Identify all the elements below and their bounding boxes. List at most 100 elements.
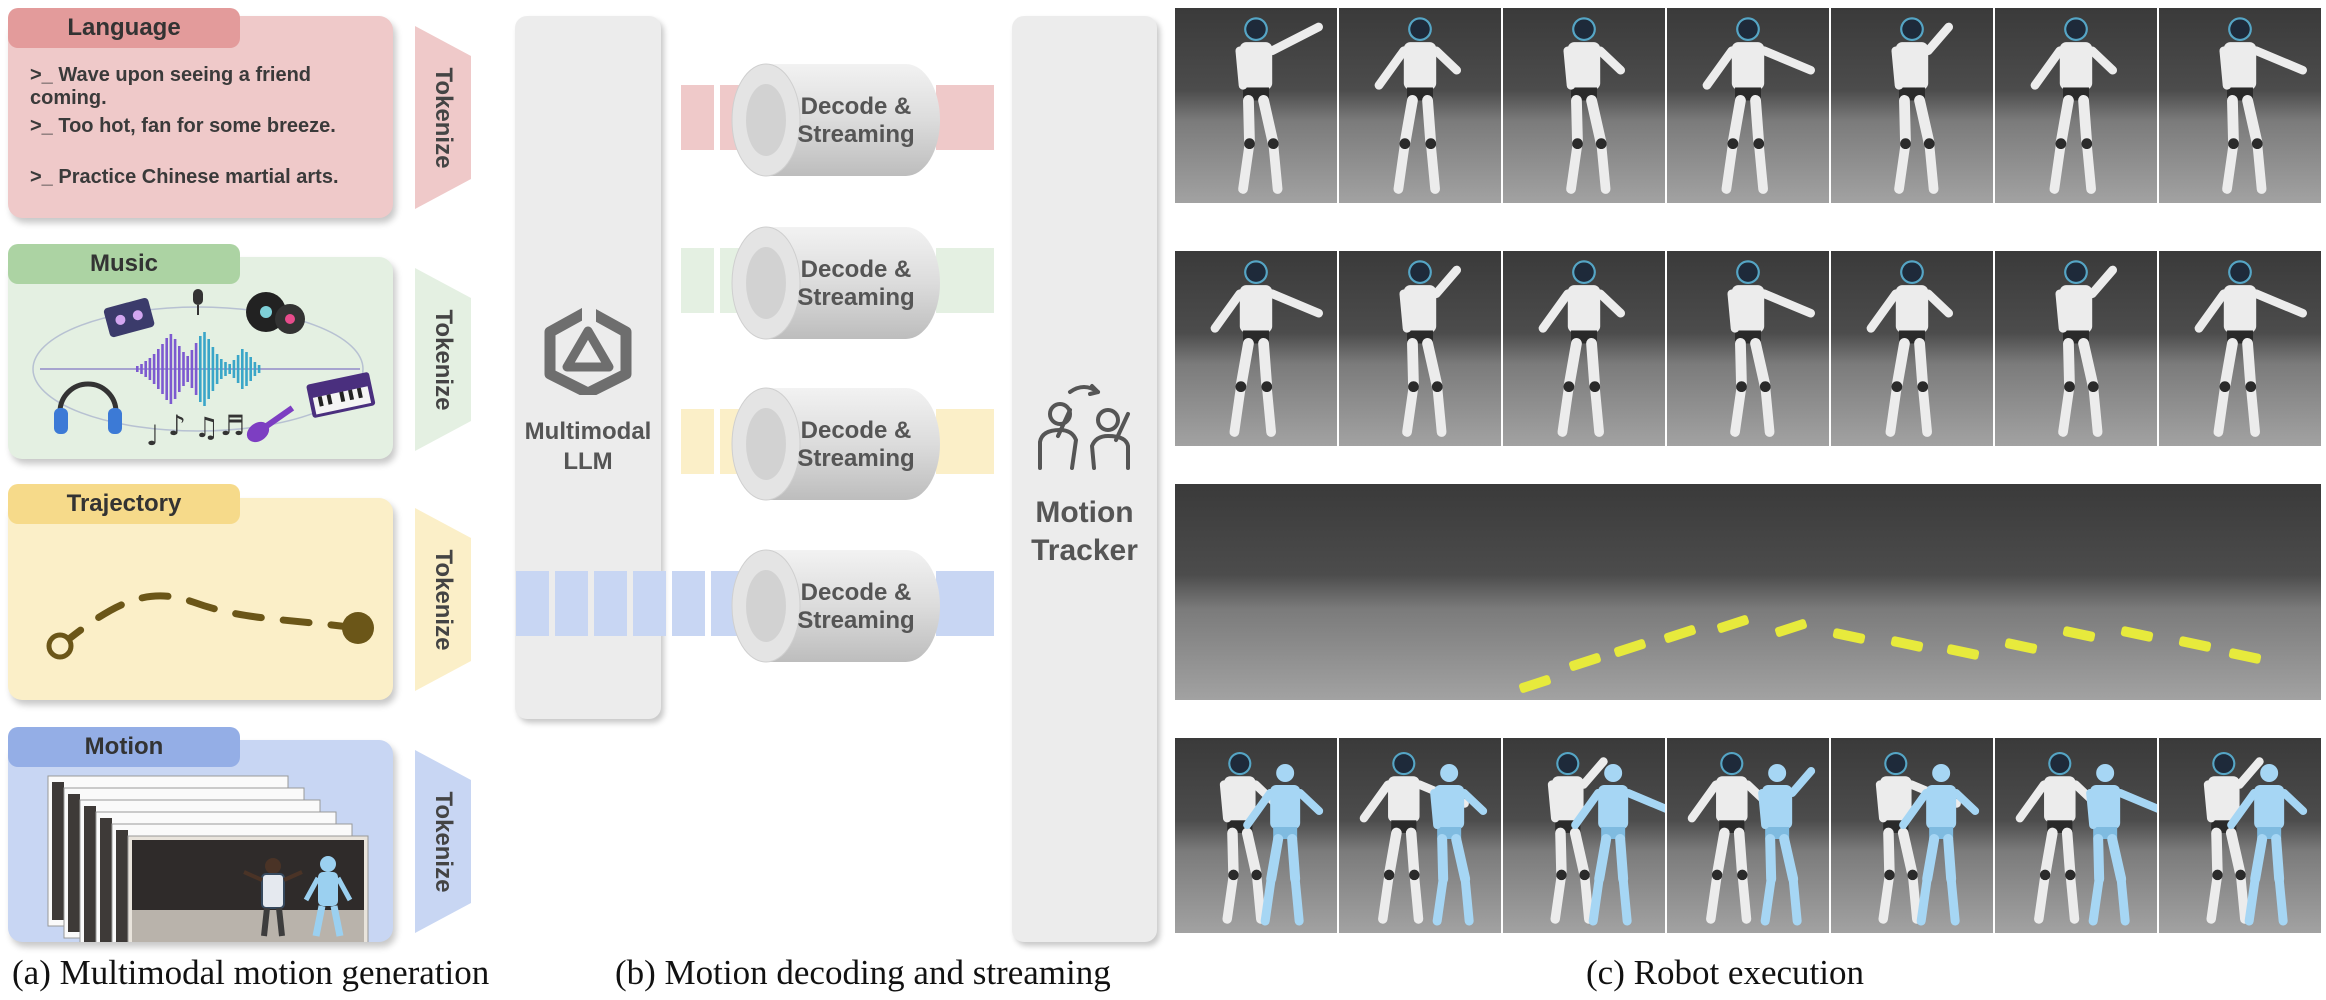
robot-frame xyxy=(2159,8,2321,203)
motion-title: Motion xyxy=(8,727,240,767)
robot-frame xyxy=(1667,738,1829,933)
tokenize-label: Tokenize xyxy=(430,549,457,650)
robot-frame xyxy=(2159,738,2321,933)
llm-label-line2: LLM xyxy=(563,448,613,475)
trajectory-path xyxy=(46,592,374,660)
trajectory-title: Trajectory xyxy=(8,484,240,524)
motion-token-motion xyxy=(672,571,705,636)
tokenize-language: Tokenize xyxy=(415,26,471,209)
robot-frame xyxy=(1503,251,1665,446)
robot-frame xyxy=(1339,738,1501,933)
yellow-footprint-marker xyxy=(2178,636,2212,652)
caption-robot-execution: (c) Robot execution xyxy=(1586,953,1864,992)
decoder-label-line1: Decode & xyxy=(800,579,912,606)
tracker-label-line2: Tracker xyxy=(1031,534,1138,567)
motion-tracker-block: Motion Tracker xyxy=(1012,16,1157,942)
streamed-output-music xyxy=(936,248,994,313)
streamed-output-trajectory xyxy=(936,409,994,474)
svg-text:♩: ♩ xyxy=(146,419,159,452)
motion-token-motion xyxy=(555,571,588,636)
language-panel: >_ Wave upon seeing a friend coming. >_ … xyxy=(8,16,393,218)
yellow-footprint-marker xyxy=(1775,619,1807,637)
robot-frame xyxy=(1831,251,1993,446)
robot-frame xyxy=(1995,738,2157,933)
language-prompt-3: >_ Practice Chinese martial arts. xyxy=(30,166,339,188)
decoder-label-line2: Streaming xyxy=(797,284,915,311)
yellow-footprint-marker xyxy=(1614,639,1646,657)
yellow-footprint-marker xyxy=(1832,628,1866,644)
decoder-label-line2: Streaming xyxy=(797,121,915,148)
person-figure xyxy=(243,858,303,937)
decode-streaming-music: Decode &Streaming xyxy=(730,225,942,341)
motion-token-language xyxy=(681,85,714,150)
yellow-footprint-marker xyxy=(2062,626,2096,642)
robot-frame xyxy=(1831,738,1993,933)
language-prompt-1: >_ Wave upon seeing a friend coming. xyxy=(30,64,311,109)
music-title: Music xyxy=(8,244,240,284)
decode-streaming-trajectory: Decode &Streaming xyxy=(730,386,942,502)
yellow-footprint-marker xyxy=(1664,625,1696,643)
microphone-icon xyxy=(193,289,203,315)
caption-decoding-streaming: (b) Motion decoding and streaming xyxy=(615,953,1111,992)
music-notes-icon: ♩ ♪ ♫ ♬ xyxy=(146,409,245,452)
music-panel: ♩ ♪ ♫ ♬ xyxy=(8,257,393,459)
decoder-label-line1: Decode & xyxy=(800,256,912,283)
tokenize-label: Tokenize xyxy=(430,67,457,168)
tokenize-label: Tokenize xyxy=(430,791,457,892)
yellow-footprint-marker xyxy=(1569,653,1601,671)
robot-frame xyxy=(1995,251,2157,446)
robot-frame xyxy=(1503,738,1665,933)
sound-waveform xyxy=(136,332,261,406)
motion-token-motion xyxy=(633,571,666,636)
decode-streaming-language: Decode &Streaming xyxy=(730,62,942,178)
robot-frame xyxy=(1667,251,1829,446)
robot-frame xyxy=(1175,738,1337,933)
yellow-footprint-marker xyxy=(2120,626,2154,642)
blue-avatar-figure xyxy=(303,856,353,937)
trajectory-end-point xyxy=(342,612,374,644)
llm-label-line1: Multimodal xyxy=(524,418,652,445)
keyboard-icon xyxy=(306,372,376,418)
decoder-label-line1: Decode & xyxy=(800,417,912,444)
yellow-footprint-marker xyxy=(2004,638,2038,654)
motion-video-frames xyxy=(47,775,369,942)
guitar-icon xyxy=(246,405,295,443)
yellow-footprint-marker xyxy=(1519,675,1551,693)
two-people-gesture-icon xyxy=(1038,384,1130,470)
headphones-icon xyxy=(54,381,122,434)
robot-frame xyxy=(2159,251,2321,446)
yellow-footprint-marker xyxy=(2228,648,2262,664)
qwen-hexagon-icon xyxy=(544,301,632,395)
robot-frame xyxy=(1339,251,1501,446)
motion-token-motion xyxy=(594,571,627,636)
decoder-label-line1: Decode & xyxy=(800,93,912,120)
yellow-footprint-marker xyxy=(1717,615,1749,633)
robot-frame xyxy=(1667,8,1829,203)
trajectory-start-point xyxy=(46,632,74,660)
robot-frame xyxy=(1831,8,1993,203)
tokenize-motion: Tokenize xyxy=(415,750,471,933)
motion-token-music xyxy=(681,248,714,313)
robot-frame xyxy=(1175,8,1337,203)
robot-frame xyxy=(1175,251,1337,446)
motion-token-motion xyxy=(516,571,549,636)
robot-frame xyxy=(1503,8,1665,203)
motion-token-trajectory xyxy=(681,409,714,474)
decoder-label-line2: Streaming xyxy=(797,445,915,472)
language-prompt-2: >_ Too hot, fan for some breeze. xyxy=(30,115,336,137)
tokenize-label: Tokenize xyxy=(430,309,457,410)
decode-streaming-motion: Decode &Streaming xyxy=(730,548,942,664)
svg-text:♬: ♬ xyxy=(220,409,245,442)
cassette-icon xyxy=(103,297,155,338)
robot-trajectory-frame xyxy=(1175,484,2321,700)
yellow-footprint-marker xyxy=(1946,644,1980,660)
tracker-label-line1: Motion xyxy=(1035,496,1134,529)
streamed-output-language xyxy=(936,85,994,150)
language-title: Language xyxy=(8,8,240,48)
robot-frame xyxy=(1339,8,1501,203)
yellow-footprint-marker xyxy=(1890,636,1924,652)
tokenize-trajectory: Tokenize xyxy=(415,508,471,691)
robot-frame xyxy=(1995,8,2157,203)
caption-multimodal-generation: (a) Multimodal motion generation xyxy=(12,953,490,992)
tokenize-music: Tokenize xyxy=(415,268,471,451)
